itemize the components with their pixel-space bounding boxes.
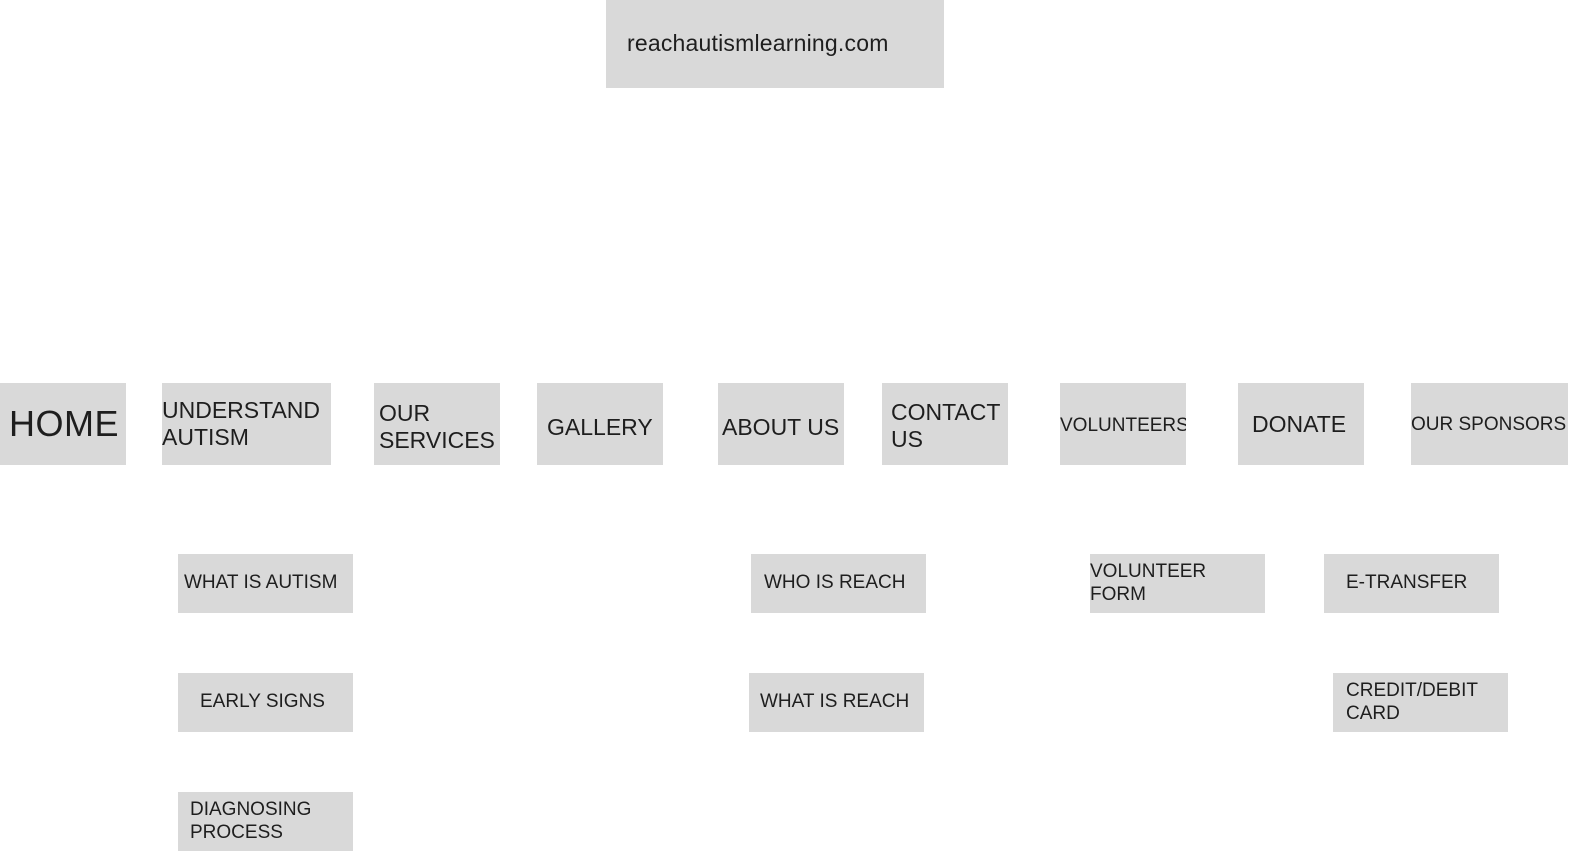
sub-node-early-signs: EARLY SIGNS [178,673,353,732]
nav-node-volunteers: VOLUNTEERS [1060,383,1186,465]
nav-node-contact-us: CONTACT US [882,383,1008,465]
sub-node-diagnosing-process: DIAGNOSING PROCESS [178,792,353,851]
nav-node-our-services: OUR SERVICES [374,383,500,465]
nav-node-our-sponsors: OUR SPONSORS [1411,383,1568,465]
sub-node-what-is-autism: WHAT IS AUTISM [178,554,353,613]
nav-node-home: HOME [0,383,126,465]
sub-node-e-transfer: E-TRANSFER [1324,554,1499,613]
sub-node-volunteer-form: VOLUNTEER FORM [1090,554,1265,613]
sub-node-credit-debit-card: CREDIT/DEBIT CARD [1333,673,1508,732]
nav-node-gallery: GALLERY [537,383,663,465]
sub-node-what-is-reach: WHAT IS REACH [749,673,924,732]
sub-node-who-is-reach: WHO IS REACH [751,554,926,613]
sitemap-root-node: reachautismlearning.com [606,0,944,88]
nav-node-about-us: ABOUT US [718,383,844,465]
nav-node-understand-autism: UNDERSTAND AUTISM [162,383,331,465]
nav-node-donate: DONATE [1238,383,1364,465]
